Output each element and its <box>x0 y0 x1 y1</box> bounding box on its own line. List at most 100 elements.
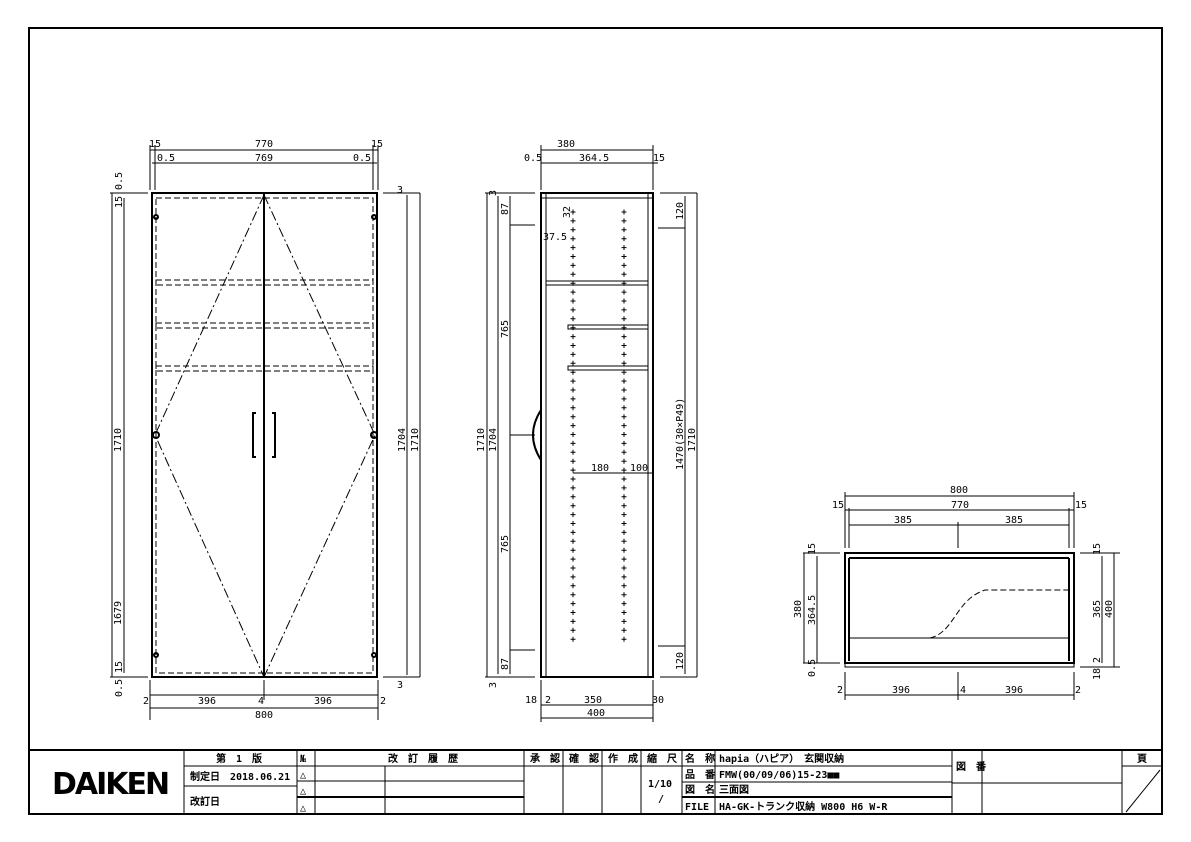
peg-hole <box>570 280 576 286</box>
front-view: 15 770 15 0.5 769 0.5 0.5 15 1710 1679 1… <box>110 139 421 721</box>
dim-side-bottom-left-b: 2 <box>545 695 551 706</box>
peg-hole <box>570 245 576 251</box>
peg-hole <box>621 209 627 215</box>
dim-plan-bottom-right-edge: 2 <box>1075 685 1081 696</box>
peg-hole <box>621 565 627 571</box>
peg-hole <box>570 494 576 500</box>
peg-hole <box>570 396 576 402</box>
dim-front-right-height-b: 1710 <box>410 428 421 452</box>
dim-plan-right: 15 <box>1075 500 1087 511</box>
peg-hole <box>621 245 627 251</box>
dim-front-left-gap: 15 <box>149 139 161 150</box>
peg-hole <box>570 583 576 589</box>
revision-history-label: 改 訂 履 歴 <box>388 752 458 765</box>
file-label: FILE <box>685 802 709 813</box>
peg-hole <box>570 343 576 348</box>
established-label: 制定日 <box>190 770 220 783</box>
peg-hole <box>621 440 627 446</box>
peg-hole <box>570 547 576 553</box>
side-outline <box>540 192 654 678</box>
peg-hole <box>621 396 627 402</box>
drawing-name-value: 三面図 <box>719 784 749 796</box>
peg-hole <box>570 627 576 633</box>
peg-hole <box>621 494 627 500</box>
peg-hole <box>621 538 627 544</box>
dim-plan-left-top: 15 <box>807 543 818 555</box>
peg-hole <box>570 307 576 313</box>
dim-plan-right-inner: 365 <box>1092 600 1103 618</box>
revision-mark-2: △ <box>300 786 306 797</box>
dim-front-bottom-left-edge: 2 <box>143 696 149 707</box>
approved-label: 承 認 <box>530 752 560 765</box>
peg-hole <box>570 289 576 295</box>
plan-dimension-lines <box>803 492 1120 700</box>
peg-hole <box>570 467 576 473</box>
right-door-swing-line <box>263 194 376 678</box>
peg-hole <box>570 351 576 357</box>
dim-front-inner-width: 769 <box>255 153 273 164</box>
peg-hole <box>570 227 576 233</box>
dim-side-left-top: 3 <box>488 190 499 196</box>
dim-front-overall-width: 800 <box>255 710 273 721</box>
dim-front-right-top: 3 <box>397 185 403 196</box>
peg-hole <box>621 476 627 482</box>
dim-plan-bottom-left-edge: 2 <box>837 685 843 696</box>
side-dimension-lines <box>485 145 698 722</box>
peg-hole <box>570 529 576 535</box>
revision-mark-3: △ <box>300 803 306 814</box>
peg-hole <box>621 325 627 331</box>
peg-hole <box>570 458 576 464</box>
peg-hole <box>621 529 627 535</box>
peg-hole <box>621 547 627 553</box>
dim-side-right-top: 120 <box>675 202 686 220</box>
peg-hole <box>621 618 627 624</box>
dim-side-height-a: 1710 <box>476 428 487 452</box>
dim-side-lower-span: 87 <box>500 658 511 670</box>
drawing-no-label: 図 番 <box>956 760 987 773</box>
peg-hole <box>570 298 576 304</box>
peg-hole <box>570 271 576 277</box>
peg-hole <box>621 236 627 242</box>
peg-hole <box>570 316 576 322</box>
peg-hole <box>570 334 576 340</box>
peg-hole <box>621 592 627 598</box>
peg-hole <box>621 343 627 348</box>
scale-label: 縮 尺 <box>647 752 677 765</box>
dim-side-left-bottom: 3 <box>488 682 499 688</box>
dim-side-upper-span: 87 <box>500 203 511 215</box>
hinges <box>152 214 378 658</box>
dim-side-bottom-back: 30 <box>652 695 664 706</box>
peg-hole <box>621 503 627 509</box>
dim-front-right-gap: 15 <box>371 139 383 150</box>
peg-hole <box>570 236 576 242</box>
dim-plan-depth: 380 <box>793 600 804 618</box>
dim-side-bottom-left: 18 <box>525 695 537 706</box>
peg-hole <box>570 378 576 384</box>
peg-hole <box>570 218 576 224</box>
dim-plan-right-bottom-b: 18 <box>1092 668 1103 680</box>
dim-front-right-bottom: 3 <box>397 680 403 691</box>
drawn-label: 作 成 <box>608 752 638 765</box>
dim-side-offset: 37.5 <box>543 232 567 243</box>
peg-hole <box>621 556 627 562</box>
peg-hole <box>621 405 627 411</box>
plan-doors <box>844 662 1075 668</box>
peg-hole <box>570 254 576 259</box>
peg-hole <box>621 414 627 420</box>
dim-front-inner-right: 0.5 <box>353 153 371 164</box>
name-label: 名 称 <box>685 752 715 765</box>
dim-plan-right-top: 15 <box>1092 543 1103 555</box>
peg-hole <box>621 271 627 277</box>
front-dimension-lines <box>110 145 421 720</box>
dim-side-back: 15 <box>653 153 665 164</box>
dim-front-top-a: 0.5 <box>114 172 125 190</box>
dim-side-hole-gap: 180 <box>591 463 609 474</box>
dim-plan-left-door: 396 <box>892 685 910 696</box>
checked-label: 確 認 <box>569 752 599 765</box>
dim-front-right-height-a: 1704 <box>397 428 408 452</box>
scale-sub: / <box>658 794 664 805</box>
peg-hole <box>621 423 627 429</box>
dim-front-right-door: 396 <box>314 696 332 707</box>
dim-side-hole-range: 1470(30×P49) <box>675 398 686 470</box>
peg-hole <box>621 218 627 224</box>
